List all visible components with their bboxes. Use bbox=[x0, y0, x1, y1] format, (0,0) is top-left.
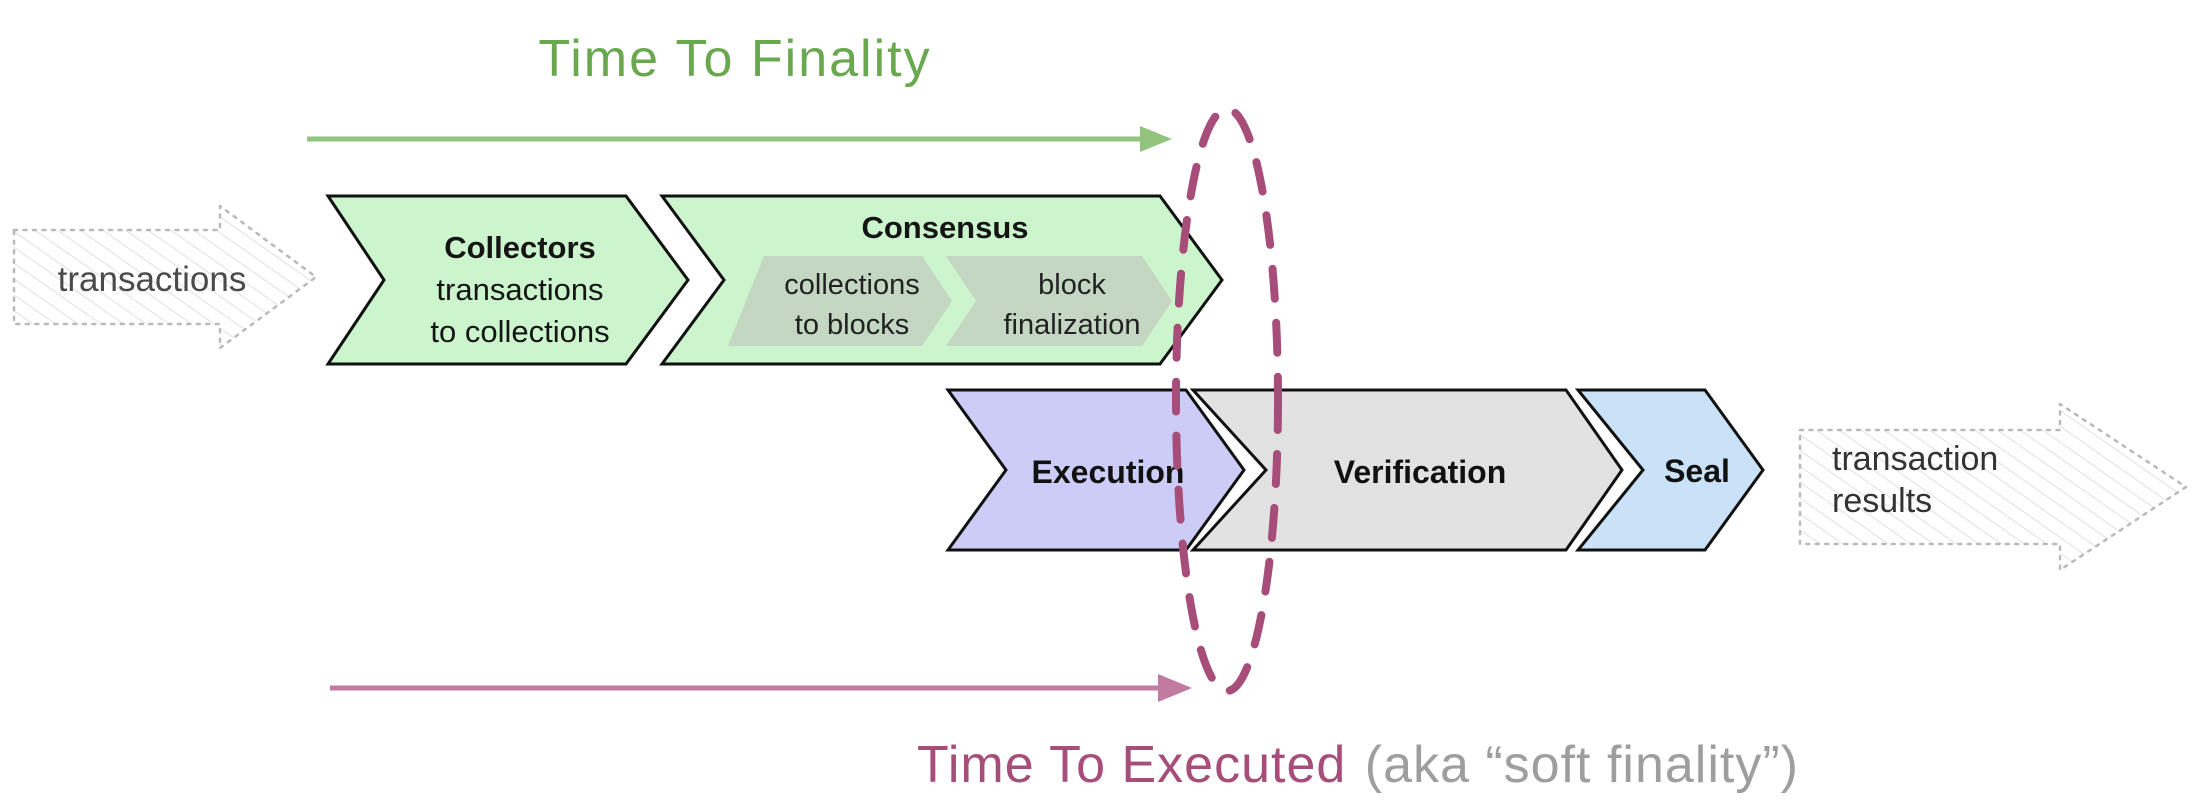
transaction-results-output-arrow: transaction results bbox=[1798, 402, 2188, 572]
sketch-right-arrow-icon bbox=[1798, 402, 2188, 572]
verification-chevron-shape bbox=[1189, 388, 1624, 552]
transactions-input-arrow: transactions bbox=[12, 204, 318, 350]
substage2-chevron-shape bbox=[946, 256, 1172, 346]
verification-title: Verification bbox=[1334, 454, 1507, 490]
time-to-finality-title: Time To Finality bbox=[538, 30, 931, 88]
transactions-label: transactions bbox=[58, 260, 247, 299]
consensus-title: Consensus bbox=[861, 210, 1028, 245]
results-label-line1: transaction bbox=[1832, 440, 1998, 478]
collectors-title: Collectors bbox=[444, 230, 596, 265]
substage1-line1: collections bbox=[784, 269, 919, 301]
substage-collections-to-blocks: collections to blocks bbox=[728, 256, 952, 346]
substage2-line2: finalization bbox=[1003, 309, 1140, 341]
collectors-line2: to collections bbox=[430, 314, 609, 349]
substage2-line1: block bbox=[1038, 269, 1106, 301]
arrowhead-magenta-icon bbox=[1158, 674, 1192, 702]
time-to-executed-suffix: (aka “soft finality”) bbox=[1365, 736, 1799, 794]
seal-chevron-shape bbox=[1574, 388, 1765, 552]
arrowhead-green-icon bbox=[1140, 126, 1172, 152]
sketch-right-arrow-icon bbox=[12, 204, 318, 350]
collectors-line1: transactions bbox=[436, 272, 603, 307]
substage-block-finalization: block finalization bbox=[946, 256, 1172, 346]
time-to-executed-arrow bbox=[330, 674, 1192, 702]
stage-collectors: Collectors transactions to collections bbox=[325, 194, 690, 366]
results-label-line2: results bbox=[1832, 482, 1932, 520]
stage-execution: Execution bbox=[945, 388, 1246, 552]
stage-consensus: Consensus collections to blocks block fi… bbox=[659, 194, 1224, 366]
substage1-chevron-shape bbox=[728, 256, 952, 346]
soft-finality-ellipse bbox=[1172, 105, 1282, 695]
stage-seal: Seal bbox=[1574, 388, 1765, 552]
time-to-executed-title: Time To Executed (aka “soft finality”) bbox=[917, 736, 1799, 794]
time-to-finality-arrow bbox=[307, 126, 1172, 152]
substage1-line2: to blocks bbox=[795, 309, 909, 341]
time-to-executed-main: Time To Executed bbox=[917, 736, 1346, 794]
execution-title: Execution bbox=[1032, 454, 1185, 490]
stage-verification: Verification bbox=[1189, 388, 1624, 552]
seal-title: Seal bbox=[1664, 453, 1730, 489]
collectors-chevron-shape bbox=[325, 194, 690, 366]
